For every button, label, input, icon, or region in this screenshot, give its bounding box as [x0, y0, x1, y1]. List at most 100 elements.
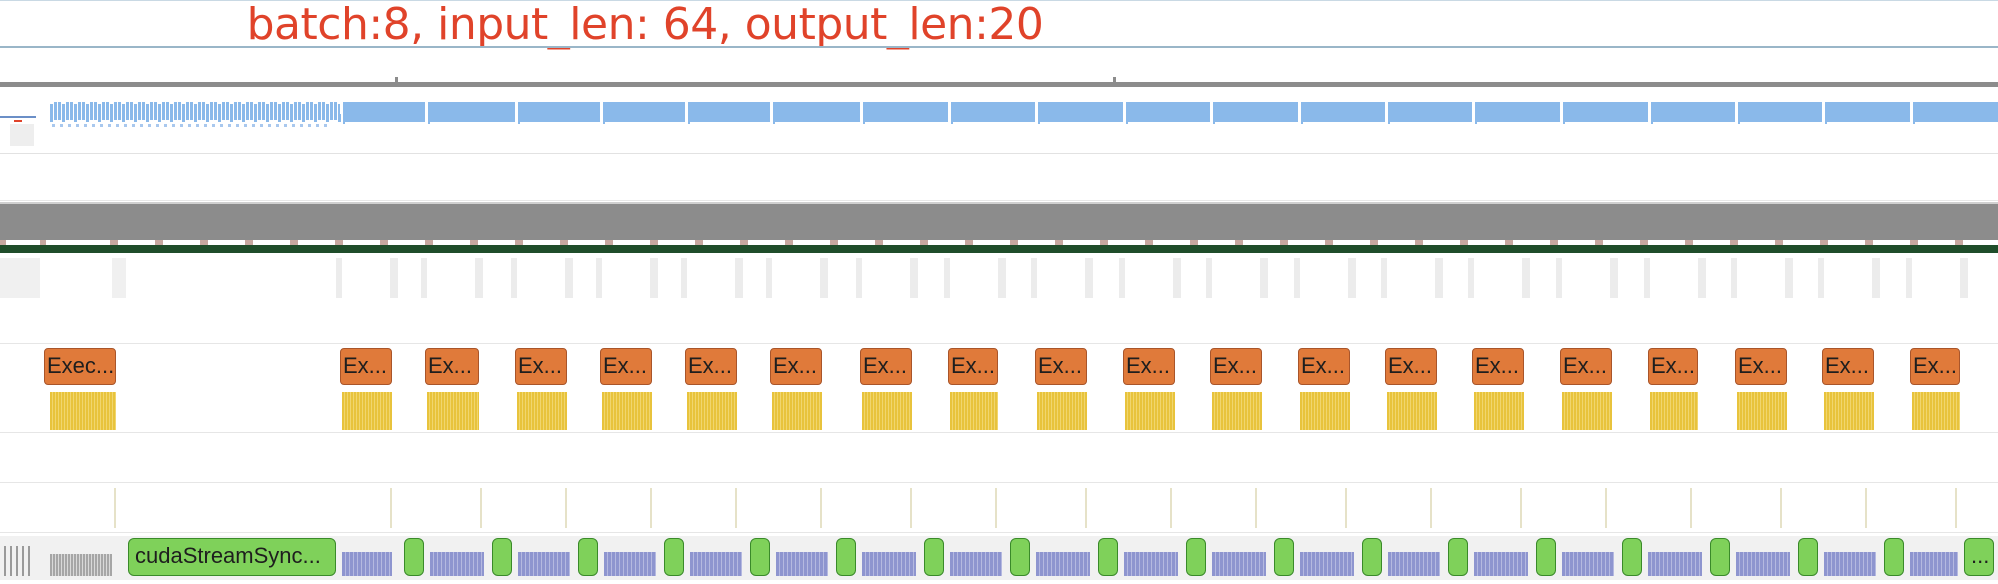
sync-slice[interactable]: cudaStreamSync...: [128, 538, 336, 576]
exec-slice[interactable]: Ex...: [1735, 348, 1787, 385]
sync-slice[interactable]: [1186, 538, 1206, 576]
exec-slice[interactable]: Exec...: [44, 348, 116, 385]
runtime-call-slice[interactable]: [1736, 552, 1790, 576]
sync-slice[interactable]: [1010, 538, 1030, 576]
runtime-call-slice[interactable]: [1562, 552, 1614, 576]
exec-slice[interactable]: Ex...: [1472, 348, 1524, 385]
exec-slice[interactable]: Ex...: [948, 348, 998, 385]
runtime-call-slice[interactable]: [690, 552, 742, 576]
runtime-call-slice[interactable]: [1474, 552, 1528, 576]
gap-mark: [245, 240, 253, 245]
exec-slice[interactable]: Ex...: [515, 348, 567, 385]
idle-gap: [820, 258, 828, 298]
exec-slice[interactable]: Ex...: [685, 348, 737, 385]
exec-slice[interactable]: Ex...: [1385, 348, 1437, 385]
runtime-call-slice[interactable]: [776, 552, 828, 576]
kernel-slice[interactable]: [1650, 392, 1698, 430]
kernel-slice[interactable]: [1474, 392, 1524, 430]
kernel-slice[interactable]: [1037, 392, 1087, 430]
kernel-slice[interactable]: [342, 392, 392, 430]
runtime-call-slice[interactable]: [1388, 552, 1440, 576]
graph-bar: [122, 104, 125, 122]
kernel-slice[interactable]: [1737, 392, 1787, 430]
graph-bar: [278, 104, 281, 122]
sync-slice[interactable]: [404, 538, 424, 576]
runtime-call-slice[interactable]: [950, 552, 1002, 576]
kernel-slice[interactable]: [1824, 392, 1874, 430]
runtime-call-slice[interactable]: [1300, 552, 1354, 576]
kernel-slice[interactable]: [687, 392, 737, 430]
sync-slice[interactable]: [1362, 538, 1382, 576]
sync-slice[interactable]: [492, 538, 512, 576]
thread-tick: [1520, 488, 1522, 528]
exec-slice[interactable]: Ex...: [770, 348, 822, 385]
exec-slice[interactable]: Ex...: [600, 348, 652, 385]
exec-slice[interactable]: Ex...: [340, 348, 392, 385]
gap-mark: [875, 240, 883, 245]
graph-bar: [330, 102, 333, 120]
sync-slice[interactable]: [664, 538, 684, 576]
kernel-slice[interactable]: [1125, 392, 1175, 430]
kernel-slice[interactable]: [1562, 392, 1612, 430]
gpu-track-strip[interactable]: [0, 240, 1998, 254]
kernel-slice[interactable]: [517, 392, 567, 430]
exec-slice[interactable]: Ex...: [1822, 348, 1874, 385]
runtime-call-slice[interactable]: [604, 552, 656, 576]
kernel-slice[interactable]: [862, 392, 912, 430]
runtime-call-slice[interactable]: [342, 552, 392, 576]
runtime-call-slice[interactable]: [1036, 552, 1090, 576]
kernel-slice[interactable]: [950, 392, 998, 430]
kernel-slice[interactable]: [427, 392, 479, 430]
thread-tick: [260, 124, 263, 127]
sync-slice[interactable]: [836, 538, 856, 576]
gap-mark: [470, 240, 478, 245]
sync-slice[interactable]: [1098, 538, 1118, 576]
sync-slice[interactable]: [750, 538, 770, 576]
exec-slice[interactable]: Ex...: [1035, 348, 1087, 385]
kernel-slice[interactable]: [1300, 392, 1350, 430]
thread-tick: [204, 124, 207, 127]
sync-slice[interactable]: [924, 538, 944, 576]
kernel-slice[interactable]: [1912, 392, 1960, 430]
kernel-slice[interactable]: [50, 392, 116, 430]
graph-bar: [318, 102, 321, 120]
process-header-bar[interactable]: [0, 204, 1998, 240]
runtime-call-slice[interactable]: [1824, 552, 1876, 576]
runtime-call-slice[interactable]: [430, 552, 484, 576]
exec-slice[interactable]: Ex...: [1123, 348, 1175, 385]
exec-slice[interactable]: Ex...: [1910, 348, 1960, 385]
runtime-call-slice[interactable]: [1124, 552, 1178, 576]
exec-slice[interactable]: Ex...: [1560, 348, 1612, 385]
graph-bar: [290, 104, 293, 122]
graph-bar: [1913, 102, 1915, 124]
runtime-call-slice[interactable]: [1212, 552, 1266, 576]
exec-slice[interactable]: Ex...: [860, 348, 912, 385]
sync-slice[interactable]: [1536, 538, 1556, 576]
sync-slice[interactable]: [1274, 538, 1294, 576]
sync-slice[interactable]: [1622, 538, 1642, 576]
kernel-slice[interactable]: [772, 392, 822, 430]
exec-slice[interactable]: Ex...: [1648, 348, 1698, 385]
overview-ruler[interactable]: [0, 82, 1998, 87]
runtime-call-slice[interactable]: [518, 552, 570, 576]
idle-gap: [511, 258, 517, 298]
overview-activity-track[interactable]: [0, 98, 1998, 124]
exec-slices-row: Exec... Ex... Ex... Ex... Ex... Ex... Ex... Ex.…: [0, 348, 1998, 386]
runtime-call-slice[interactable]: [1648, 552, 1702, 576]
sync-slice[interactable]: [1884, 538, 1904, 576]
exec-slice[interactable]: Ex...: [1210, 348, 1262, 385]
graph-bar: [294, 102, 297, 120]
exec-slice[interactable]: Ex...: [425, 348, 479, 385]
sync-slice[interactable]: [1710, 538, 1730, 576]
runtime-call-slice[interactable]: [1910, 552, 1958, 576]
gap-mark: [1055, 240, 1063, 245]
kernel-slice[interactable]: [1387, 392, 1437, 430]
sync-slice[interactable]: ...: [1964, 538, 1994, 576]
exec-slice[interactable]: Ex...: [1298, 348, 1350, 385]
sync-slice[interactable]: [1448, 538, 1468, 576]
kernel-slice[interactable]: [1212, 392, 1262, 430]
sync-slice[interactable]: [1798, 538, 1818, 576]
runtime-call-slice[interactable]: [862, 552, 916, 576]
sync-slice[interactable]: [578, 538, 598, 576]
kernel-slice[interactable]: [602, 392, 652, 430]
